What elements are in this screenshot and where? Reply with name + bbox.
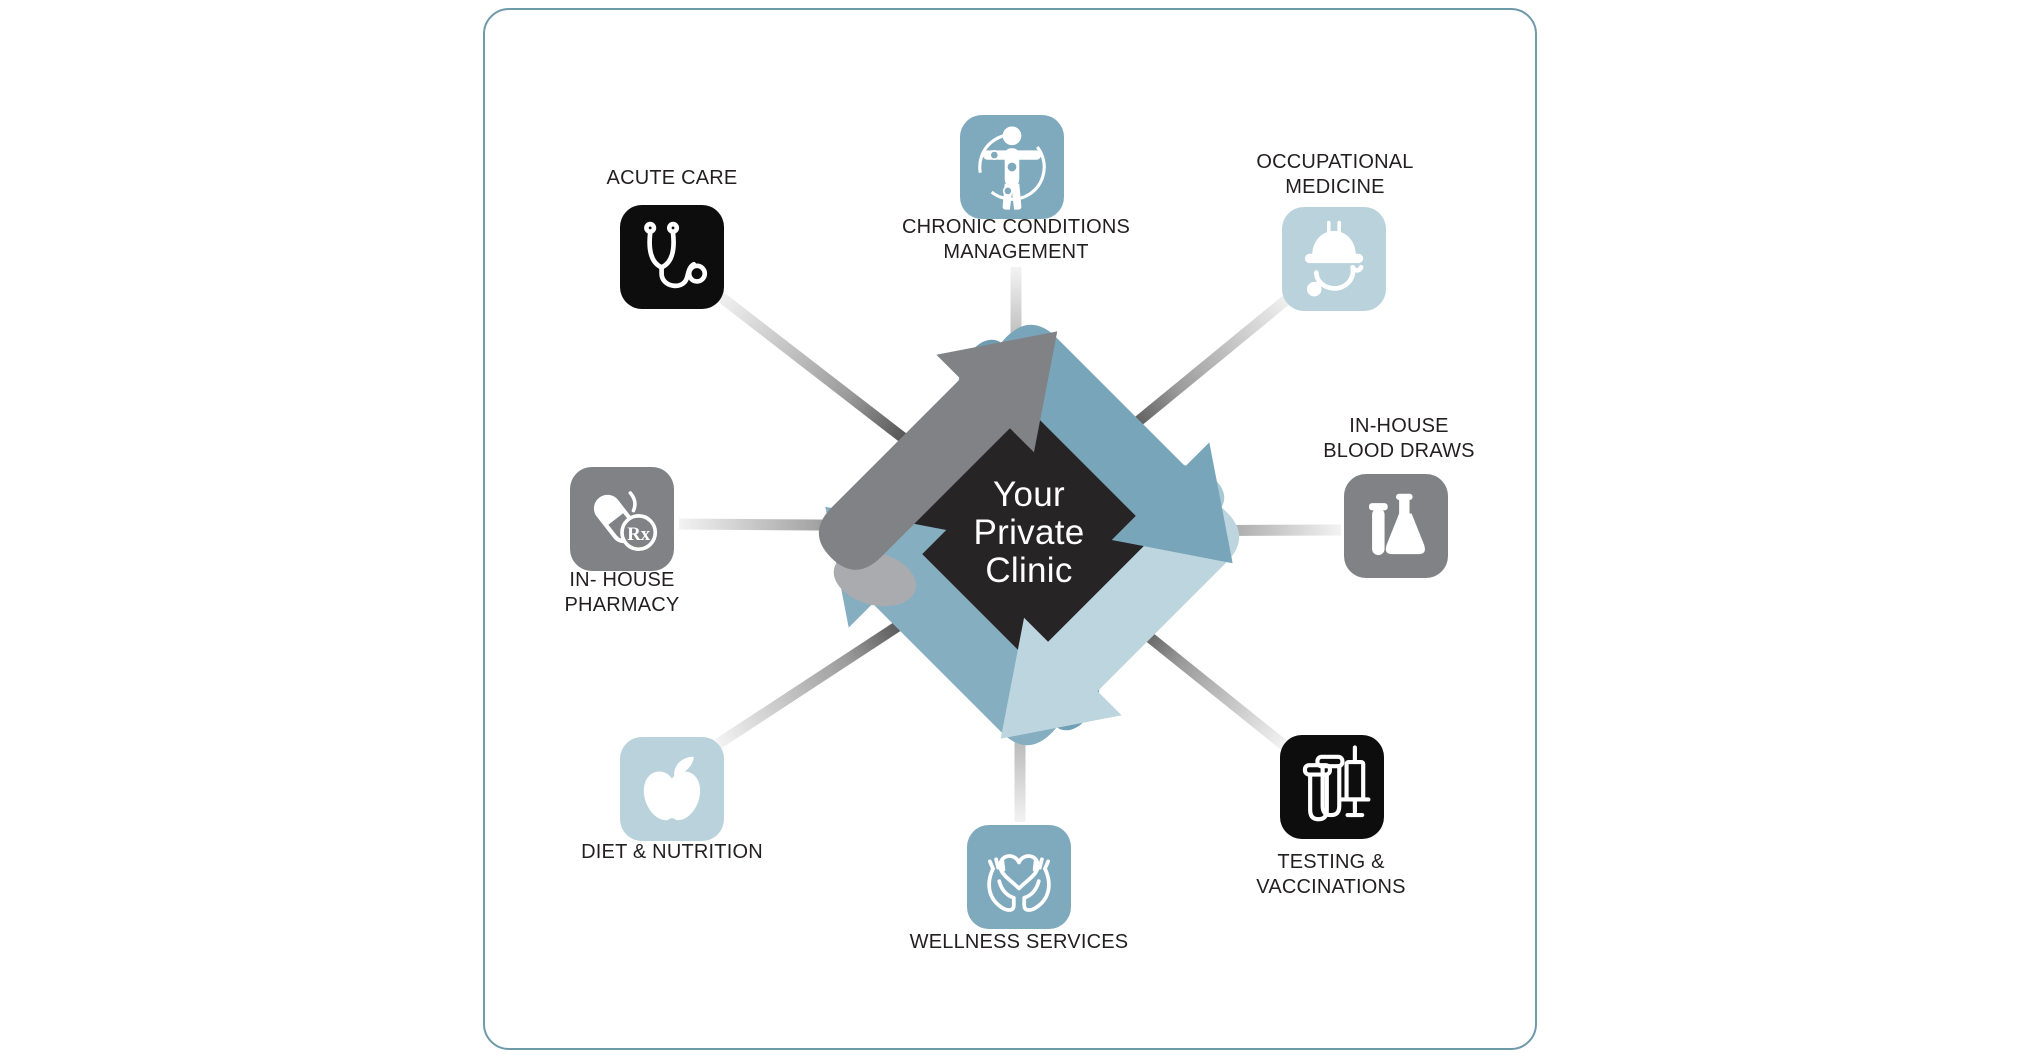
service-tile-occupational-medicine xyxy=(1282,207,1386,311)
service-tile-chronic-conditions-management xyxy=(960,115,1064,219)
hub-title-line: Clinic xyxy=(985,551,1073,590)
service-label-testing-vaccinations: TESTING & VACCINATIONS xyxy=(1181,850,1481,900)
rx-symbol: Rx xyxy=(627,524,651,545)
service-tile-in-house-pharmacy: Rx xyxy=(570,467,674,571)
service-tile-testing-vaccinations xyxy=(1280,735,1384,839)
hub-title-line: Private xyxy=(973,513,1085,552)
label-line: IN-HOUSE xyxy=(1349,415,1449,437)
hub-title-line: Your xyxy=(993,475,1065,514)
label-line: PHARMACY xyxy=(564,594,680,616)
stethoscope-icon xyxy=(644,221,708,289)
service-label-in-house-blood-draws: IN-HOUSE BLOOD DRAWS xyxy=(1249,414,1549,464)
service-label-chronic-conditions-management: CHRONIC CONDITIONS MANAGEMENT xyxy=(866,215,1166,265)
service-label-wellness-services: WELLNESS SERVICES xyxy=(869,930,1169,955)
label-line: MEDICINE xyxy=(1285,176,1385,198)
label-line: ACUTE CARE xyxy=(606,167,738,189)
label-line: CHRONIC CONDITIONS xyxy=(901,216,1131,238)
service-tile-diet-nutrition xyxy=(620,737,724,841)
service-label-occupational-medicine: OCCUPATIONAL MEDICINE xyxy=(1185,150,1485,200)
label-line: BLOOD DRAWS xyxy=(1323,440,1475,462)
patient-joints-icon xyxy=(978,126,1046,210)
service-label-acute-care: ACUTE CARE xyxy=(522,166,822,191)
service-tile-wellness-services xyxy=(967,825,1071,929)
service-tile-in-house-blood-draws xyxy=(1344,474,1448,578)
label-line: WELLNESS SERVICES xyxy=(909,931,1129,953)
label-line: VACCINATIONS xyxy=(1256,876,1406,898)
label-line: DIET & NUTRITION xyxy=(581,841,763,863)
pill-rx-icon: Rx xyxy=(593,491,658,551)
apple-icon xyxy=(643,756,701,821)
hub-pinwheel xyxy=(818,324,1240,746)
label-line: TESTING & xyxy=(1277,851,1385,873)
label-line: OCCUPATIONAL xyxy=(1256,151,1414,173)
service-label-in-house-pharmacy: IN- HOUSE PHARMACY xyxy=(472,568,772,618)
service-label-diet-nutrition: DIET & NUTRITION xyxy=(522,840,822,865)
label-line: IN- HOUSE xyxy=(569,569,675,591)
test-tubes-syringe-icon xyxy=(1302,745,1371,822)
hands-heart-icon xyxy=(987,854,1051,912)
hub-title: Your Private Clinic xyxy=(929,476,1129,590)
service-tile-acute-care xyxy=(620,205,724,309)
hard-hat-stethoscope-icon xyxy=(1304,220,1364,297)
hub-arrow-top-left xyxy=(818,331,1058,607)
infographic-frame: Your Private Clinic ACUTE CARE xyxy=(483,8,1537,1050)
label-line: MANAGEMENT xyxy=(943,241,1089,263)
flask-test-tube-icon xyxy=(1368,493,1425,556)
